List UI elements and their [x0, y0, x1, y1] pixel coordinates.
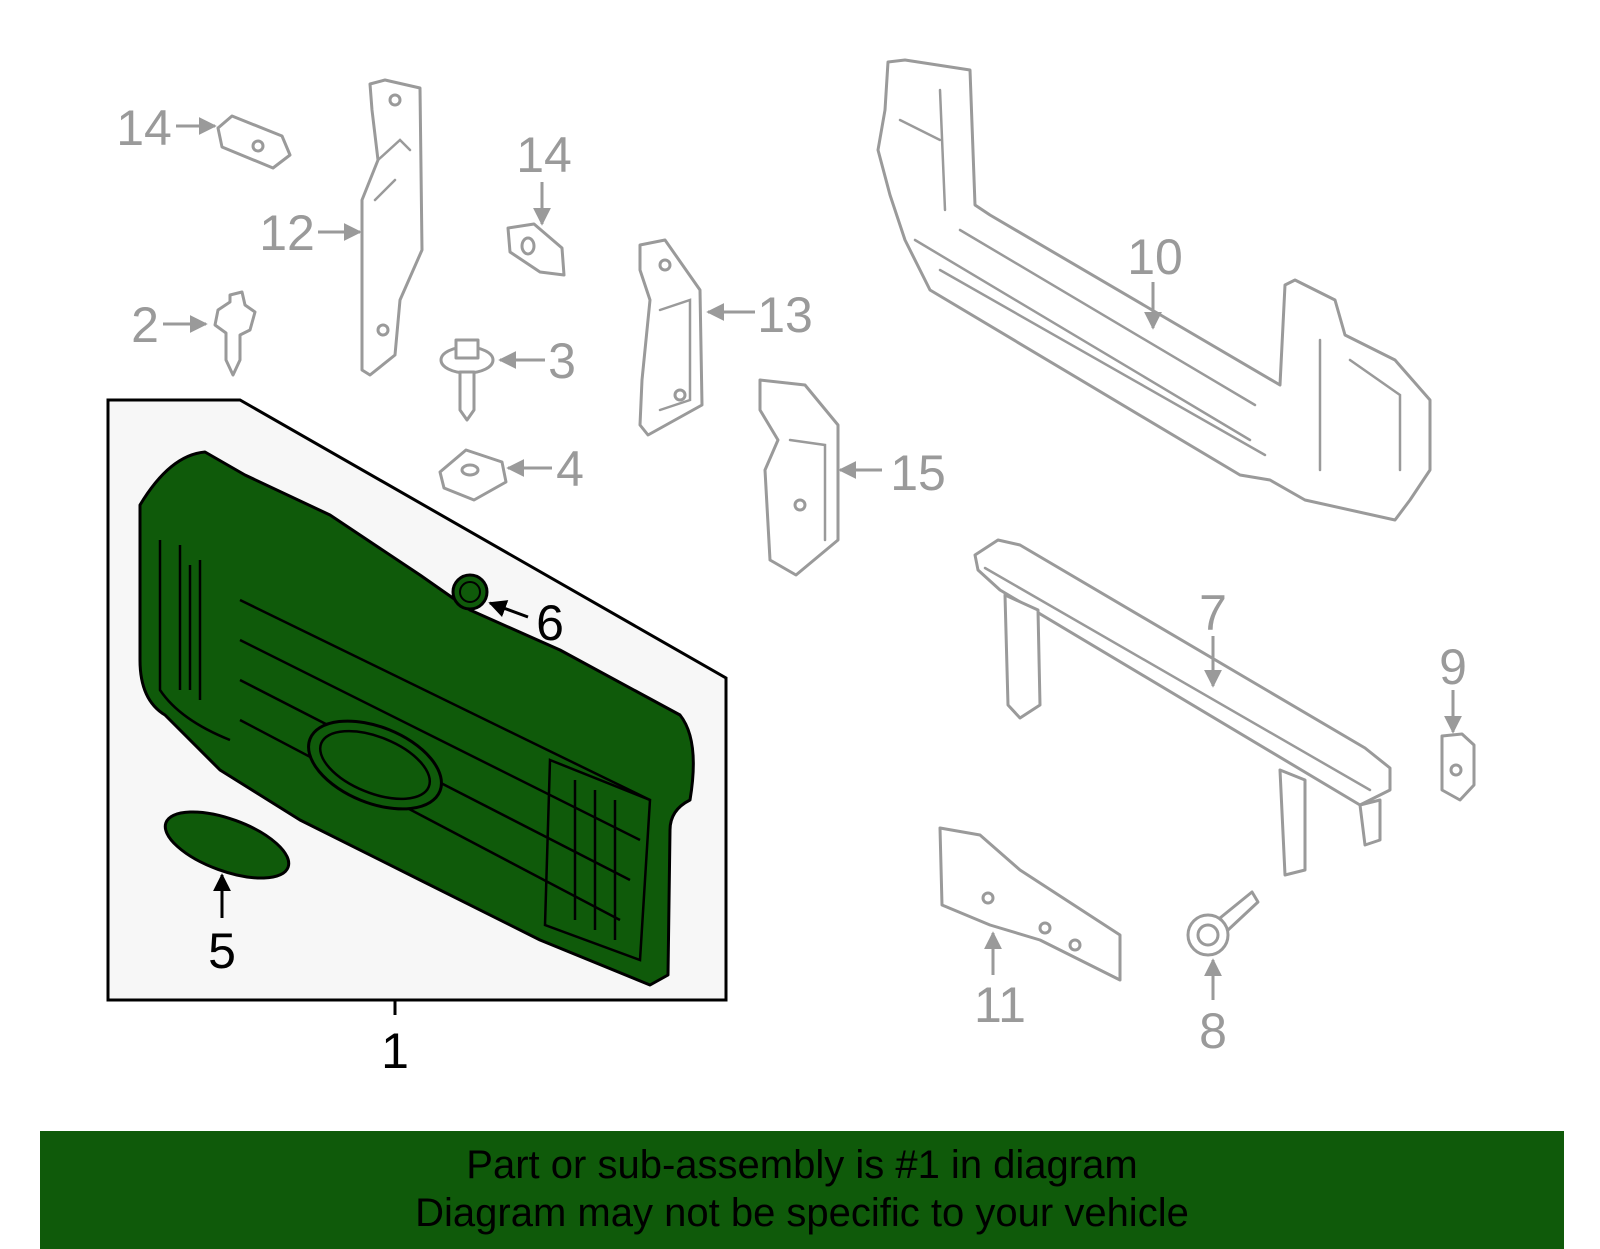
- callout-2: 2: [131, 297, 159, 353]
- bolt-part-3: [439, 338, 495, 422]
- callout-14-left: 14: [116, 100, 172, 156]
- callout-4: 4: [556, 441, 584, 497]
- callout-6: 6: [536, 595, 564, 651]
- callout-15: 15: [890, 445, 946, 501]
- info-banner: Part or sub-assembly is #1 in diagram Di…: [40, 1131, 1564, 1249]
- callout-9: 9: [1439, 639, 1467, 695]
- callout-1: 1: [381, 1023, 409, 1079]
- banner-line-2: Diagram may not be specific to your vehi…: [415, 1191, 1189, 1235]
- callout-7: 7: [1199, 585, 1227, 641]
- callout-13: 13: [757, 287, 813, 343]
- callout-14-center: 14: [516, 127, 572, 183]
- clip-part-14-center: [506, 222, 566, 277]
- callout-5: 5: [208, 923, 236, 979]
- push-pin-part-2: [213, 290, 257, 377]
- grille-part: [138, 450, 695, 987]
- callout-12: 12: [259, 205, 315, 261]
- clip-part-9: [1440, 732, 1476, 802]
- emblem-part: [163, 810, 291, 880]
- callout-10: 10: [1127, 229, 1183, 285]
- bracket-part-15: [758, 378, 840, 577]
- bracket-part-13: [638, 238, 704, 437]
- bracket-part-11: [938, 826, 1122, 982]
- bracket-part-12: [360, 78, 424, 377]
- callout-3: 3: [548, 333, 576, 389]
- clip-part-14-left: [216, 114, 292, 170]
- plug-part: [451, 573, 489, 611]
- tie-bar-part-7: [973, 538, 1392, 877]
- radiator-support-part-10: [876, 58, 1432, 522]
- callout-8: 8: [1199, 1003, 1227, 1059]
- bolt-part-8: [1186, 890, 1260, 957]
- banner-line-1: Part or sub-assembly is #1 in diagram: [466, 1143, 1138, 1187]
- callout-11: 11: [974, 977, 1026, 1033]
- nut-part-4: [438, 448, 508, 502]
- arrow-6: [488, 600, 529, 619]
